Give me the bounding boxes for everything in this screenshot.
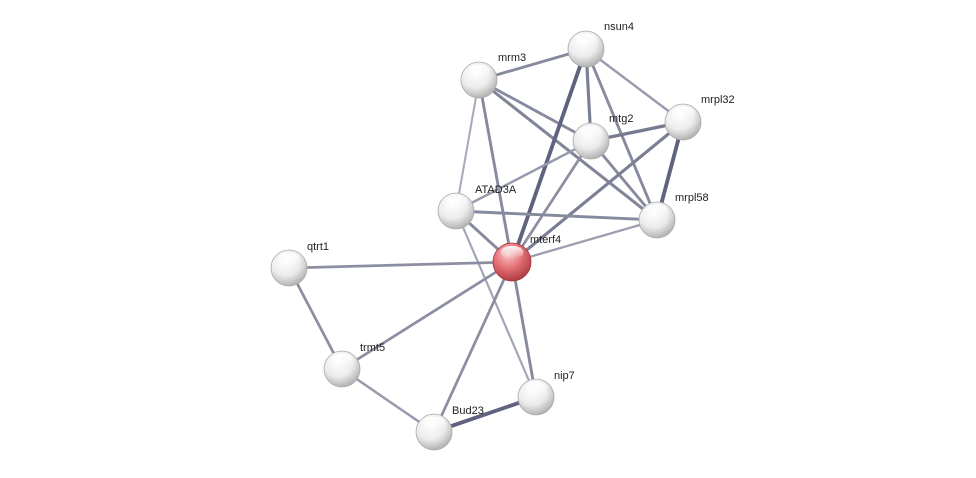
nodes-layer: nsun4 mrm3 mrpl32 mtg2 mrpl58 ATAD3A mterf4 qtr… <box>270 21 735 451</box>
node-mterf4[interactable]: mterf4 <box>492 234 561 282</box>
edge-mtg2-ATAD3A[interactable] <box>454 139 593 213</box>
node-Bud23[interactable]: Bud23 <box>415 405 484 451</box>
edge-mterf4-mrpl58[interactable] <box>510 218 659 264</box>
edge-mrm3-mterf4[interactable] <box>477 78 514 264</box>
node-highlight-Bud23 <box>423 416 445 430</box>
edge-mrm3-mrpl58[interactable] <box>477 78 659 222</box>
node-highlight-mtg2 <box>580 125 602 139</box>
node-mrpl32[interactable]: mrpl32 <box>664 94 735 141</box>
node-highlight-mrpl32 <box>672 106 694 120</box>
edge-trmt5-Bud23[interactable] <box>340 367 436 434</box>
node-mtg2[interactable]: mtg2 <box>572 113 633 160</box>
node-highlight-mterf4 <box>500 245 524 260</box>
edge-ATAD3A-nip7[interactable] <box>454 209 538 399</box>
edge-mrpl32-mterf4[interactable] <box>510 120 685 264</box>
node-label-nsun4: nsun4 <box>604 21 634 33</box>
edge-mterf4-qtrt1[interactable] <box>287 260 514 270</box>
node-ATAD3A[interactable]: ATAD3A <box>437 184 517 230</box>
node-highlight-mrm3 <box>468 64 490 78</box>
node-highlight-nip7 <box>525 381 547 395</box>
edge-mrm3-ATAD3A[interactable] <box>454 78 481 213</box>
node-label-ATAD3A: ATAD3A <box>475 184 517 196</box>
node-label-Bud23: Bud23 <box>452 405 484 417</box>
node-highlight-qtrt1 <box>278 252 300 266</box>
edge-mrm3-mtg2[interactable] <box>477 78 593 143</box>
node-highlight-nsun4 <box>575 33 597 47</box>
edge-mterf4-Bud23[interactable] <box>432 260 514 434</box>
node-highlight-ATAD3A <box>445 195 467 209</box>
node-nip7[interactable]: nip7 <box>517 370 575 416</box>
node-label-mrm3: mrm3 <box>498 52 526 64</box>
node-highlight-mrpl58 <box>646 204 668 218</box>
node-highlight-trmt5 <box>331 353 353 367</box>
node-label-mtg2: mtg2 <box>609 113 633 125</box>
node-label-nip7: nip7 <box>554 370 575 382</box>
node-mrm3[interactable]: mrm3 <box>460 52 526 99</box>
node-label-qtrt1: qtrt1 <box>307 241 329 253</box>
edge-qtrt1-trmt5[interactable] <box>287 266 344 371</box>
node-mrpl58[interactable]: mrpl58 <box>638 192 709 239</box>
node-label-mrpl32: mrpl32 <box>701 94 735 106</box>
edge-mterf4-nip7[interactable] <box>510 260 538 399</box>
node-qtrt1[interactable]: qtrt1 <box>270 241 329 287</box>
edge-mterf4-trmt5[interactable] <box>340 260 514 371</box>
edge-mtg2-mterf4[interactable] <box>510 139 593 264</box>
node-trmt5[interactable]: trmt5 <box>323 342 385 388</box>
node-label-mterf4: mterf4 <box>530 234 561 246</box>
node-label-mrpl58: mrpl58 <box>675 192 709 204</box>
edge-nsun4-mterf4[interactable] <box>510 47 588 264</box>
node-nsun4[interactable]: nsun4 <box>567 21 634 68</box>
edge-nsun4-mrpl32[interactable] <box>584 47 685 124</box>
edge-ATAD3A-mrpl58[interactable] <box>454 209 659 222</box>
node-label-trmt5: trmt5 <box>360 342 385 354</box>
edge-mrm3-nsun4[interactable] <box>477 47 588 82</box>
